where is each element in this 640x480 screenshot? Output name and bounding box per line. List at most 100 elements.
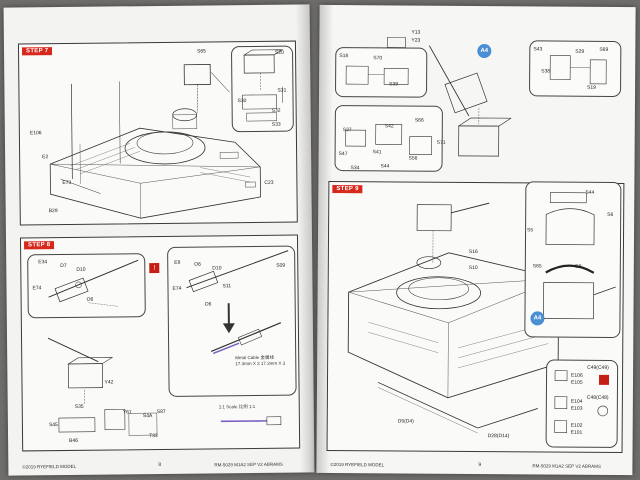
part-label: S29 — [575, 48, 585, 55]
step-9-panel: STEP 9 — [326, 180, 625, 454]
legend-label: C49(C49) — [587, 364, 609, 371]
part-label: E106 — [29, 130, 42, 137]
legend-label: E106 — [571, 372, 583, 379]
step-9-legend-callout: C49(C49) E106 E105 E104 E103 E102 E101 C… — [545, 359, 619, 448]
part-label: S35 — [74, 403, 84, 410]
part-label: S20 — [275, 49, 284, 56]
step-7-detail-callout — [230, 45, 294, 133]
step-8-tag: STEP 8 — [24, 241, 55, 250]
part-label: T33 — [149, 433, 158, 440]
scale-cable-drawing — [220, 416, 282, 426]
scale-note: 1:1 Scale 比例 1:1 — [218, 404, 256, 410]
part-label: B29 — [48, 208, 58, 215]
part-label: D10 — [76, 266, 86, 273]
legend-drawing — [554, 370, 610, 433]
middle-left-detail-callout — [334, 105, 443, 172]
left-footer-copyright: ©2019 RYEFIELD MODEL — [22, 463, 77, 470]
part-label: S87 — [156, 408, 166, 416]
part-label: S47 — [338, 151, 348, 158]
top-subassembly-drawing — [387, 37, 512, 157]
part-label: O6 — [194, 261, 201, 268]
legend-label: E101 — [570, 429, 583, 436]
part-label: E74 — [172, 285, 182, 292]
step-9-mantlet-callout — [524, 181, 622, 339]
sight-detail-drawing — [242, 49, 284, 122]
part-label: Y13 — [411, 29, 421, 36]
part-label: S43 — [533, 46, 543, 53]
part-label: S56 — [408, 155, 418, 162]
part-label: E34 — [38, 259, 48, 266]
part-label: D5(D4) — [397, 418, 414, 425]
part-label: S41 — [372, 149, 382, 156]
machine-gun-cable-drawing — [186, 250, 289, 355]
step-7-turret-drawing — [49, 64, 261, 219]
part-label: B46 — [69, 437, 79, 444]
part-label: S66 — [414, 117, 424, 124]
part-label: S32 — [271, 107, 281, 114]
part-label: E8 — [174, 259, 181, 266]
part-label: S33 — [271, 121, 281, 128]
part-label: S71 — [436, 139, 446, 146]
step-8-panel: STEP 8 ! E34 D7 D10 O6 E74 — [19, 234, 301, 452]
right-footer-model: RM-5029 M1A2 SEP V2 ABRAMS — [532, 463, 601, 469]
mg-mount-assembly-drawing — [47, 337, 158, 436]
part-label: O6 — [86, 296, 94, 303]
legend-label: E103 — [570, 405, 583, 412]
attention-icon: ! — [149, 262, 160, 274]
cable-note-line: 17.3mm X 3 17.3mm X 3 — [235, 360, 286, 367]
part-label: S6 — [607, 211, 614, 218]
part-label: S31 — [277, 87, 287, 94]
part-label: C23 — [264, 179, 274, 186]
instruction-page-left: STEP 7 — [3, 4, 315, 476]
metal-cable-note: Metal Cable 金属线 17.3mm X 3 17.3mm X 3 — [235, 355, 285, 368]
part-label: S44 — [380, 163, 390, 170]
part-label: S34 — [350, 165, 360, 172]
right-page-number: 9 — [478, 462, 482, 469]
part-label: S11 — [222, 283, 232, 290]
part-label: E2 — [42, 154, 49, 161]
part-label: D10 — [212, 265, 222, 272]
detail-drawing — [345, 123, 433, 155]
part-label: Y23 — [411, 37, 421, 44]
part-label: S39 — [389, 81, 399, 88]
legend-label: E105 — [570, 379, 583, 386]
part-label: D28(D14) — [487, 433, 510, 440]
part-label: S65 — [196, 48, 206, 55]
left-page-number: 8 — [158, 461, 162, 469]
a4-badge-top: A4 — [477, 44, 492, 59]
part-label: S70 — [373, 55, 383, 62]
part-label: S38 — [541, 68, 551, 75]
part-label: S4A — [142, 413, 153, 420]
legend-label: E102 — [570, 422, 583, 429]
part-label: S27 — [342, 127, 352, 134]
top-left-detail-callout — [334, 47, 428, 98]
part-label: Y61 — [122, 409, 132, 416]
a4-badge-step9: A4 — [530, 311, 545, 326]
part-label: S18 — [339, 53, 349, 60]
step-8-mg-callout-right: E8 O6 D10 S11 E74 S09 O6 Metal Cable 金属线… — [167, 245, 297, 397]
part-label: S09 — [276, 262, 286, 269]
machine-gun-drawing — [48, 259, 139, 307]
part-label: S65 — [532, 263, 542, 270]
part-label: Y42 — [104, 379, 114, 386]
part-label: S69 — [599, 46, 609, 53]
part-label: S10 — [468, 264, 478, 272]
mantlet-drawing — [543, 192, 616, 320]
step-7-panel: STEP 7 — [17, 40, 298, 226]
part-label: S5 — [527, 227, 534, 234]
part-label: S42 — [384, 123, 394, 130]
part-label: S44 — [585, 189, 595, 196]
part-label: S19 — [587, 84, 596, 91]
legend-label: E104 — [570, 398, 583, 405]
left-footer-model: RM-5029 M1A2 SEP V2 ABRAMS — [214, 461, 283, 468]
part-label: S16 — [468, 248, 478, 256]
part-label: D7 — [60, 262, 67, 270]
part-label: O6 — [204, 301, 212, 308]
step-8-mg-callout-left: E34 D7 D10 O6 E74 — [27, 253, 146, 319]
instruction-page-right: A4 Y13 Y23 S18 S70 S39 S43 S29 S69 S38 S… — [316, 4, 636, 476]
part-label: E74 — [32, 285, 42, 292]
legend-label: C48(C48) — [586, 394, 609, 401]
top-right-detail-callout — [529, 40, 622, 98]
part-label: E73 — [62, 179, 72, 187]
right-footer-copyright: ©2019 RYEFIELD MODEL — [330, 461, 385, 468]
